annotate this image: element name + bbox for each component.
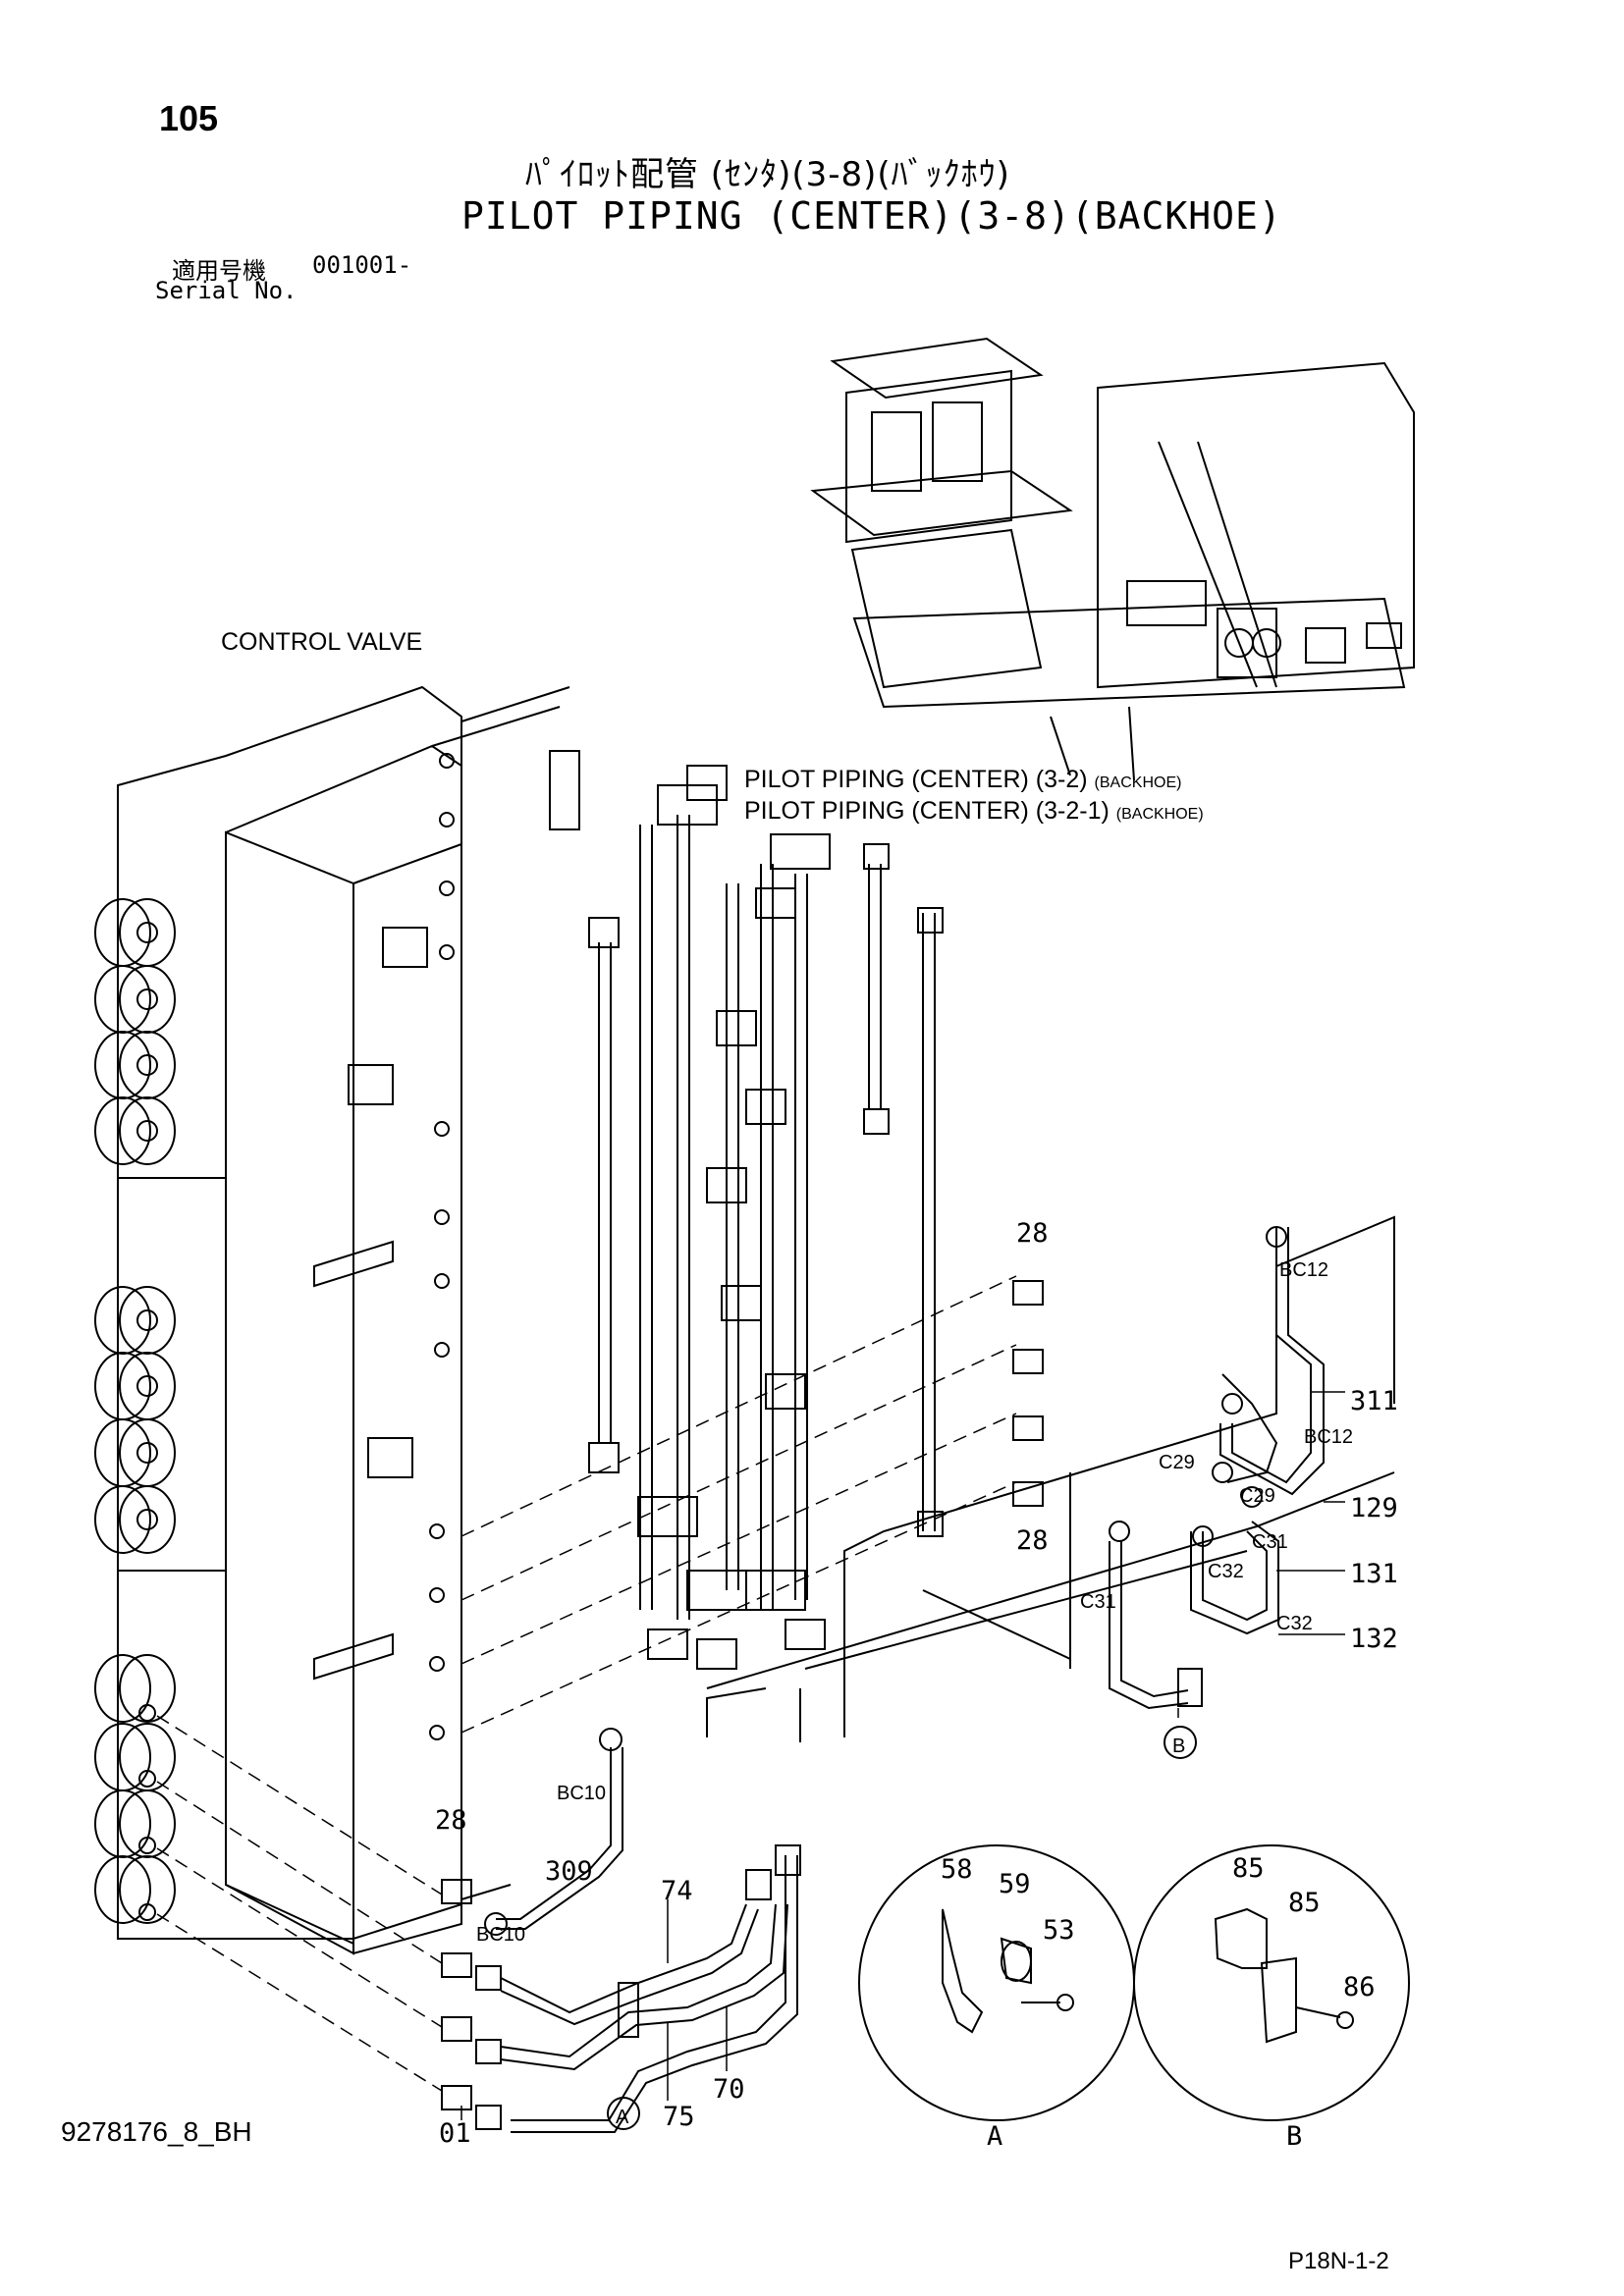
connection-tag-bc10: BC10 <box>476 1924 525 1946</box>
connection-tag-c32: C32 <box>1276 1613 1313 1634</box>
spool-cap <box>94 1286 176 1355</box>
connection-tag-c31: C31 <box>1080 1591 1116 1613</box>
detail-a-part-53[interactable]: 53 <box>1043 1915 1075 1946</box>
mark-b-circle[interactable] <box>1164 1726 1197 1759</box>
callout-132[interactable]: 132 <box>1350 1624 1398 1654</box>
callout-129[interactable]: 129 <box>1350 1493 1398 1523</box>
adapter-fittings-right <box>1012 1280 1044 1507</box>
page-number: 105 <box>159 98 219 138</box>
callout-28[interactable]: 28 <box>435 1805 467 1836</box>
callout-28[interactable]: 28 <box>1016 1525 1049 1556</box>
callout-74[interactable]: 74 <box>661 1876 693 1906</box>
spool-cap <box>94 1352 176 1420</box>
pilot-tubes-right <box>1109 1226 1325 1710</box>
callout-309[interactable]: 309 <box>545 1856 593 1887</box>
page-title-japanese: ﾊﾟｲﾛｯﾄ配管 (ｾﾝﾀ)(3-8)(ﾊﾞｯｸﾎｳ) <box>525 155 1010 194</box>
reference-text: PILOT PIPING (CENTER) (3-2) <box>744 766 1088 793</box>
serial-number-value: 001001- <box>312 251 412 279</box>
callout-70[interactable]: 70 <box>713 2074 745 2105</box>
pilot-tube-bundle <box>588 765 944 1670</box>
mark-a-label: A <box>616 2107 629 2128</box>
mark-b-label: B <box>1172 1735 1185 1757</box>
detail-a-label: A <box>987 2121 1002 2152</box>
detail-b-part-85[interactable]: 85 <box>1288 1888 1321 1918</box>
spool-cap <box>94 1031 176 1099</box>
callout-131[interactable]: 131 <box>1350 1559 1398 1589</box>
detail-a-part-59[interactable]: 59 <box>999 1869 1031 1899</box>
connection-tag-c29: C29 <box>1159 1452 1195 1473</box>
page-code: P18N-1-2 <box>1288 2248 1389 2274</box>
reference-pilot-piping-3-2-1[interactable]: PILOT PIPING (CENTER) (3-2-1) (BACKHOE) <box>744 797 1204 826</box>
detail-b-label: B <box>1286 2121 1302 2152</box>
connection-tag-bc12: BC12 <box>1279 1259 1328 1281</box>
connection-tag-bc12: BC12 <box>1304 1426 1353 1448</box>
spool-cap <box>94 1485 176 1554</box>
callout-75[interactable]: 75 <box>663 2102 695 2132</box>
reference-subtext: (BACKHOE) <box>1115 806 1204 823</box>
reference-text: PILOT PIPING (CENTER) (3-2-1) <box>744 797 1110 825</box>
spool-cap <box>94 898 176 967</box>
machine-overview-illustration <box>810 337 1415 781</box>
spool-cap <box>94 1789 176 1858</box>
detail-a-part-58[interactable]: 58 <box>941 1854 973 1885</box>
callout-01[interactable]: 01 <box>439 2118 471 2149</box>
serial-label-english: Serial No. <box>155 277 298 304</box>
spool-cap <box>94 1096 176 1165</box>
callout-311[interactable]: 311 <box>1350 1386 1398 1416</box>
pilot-tubes-lower <box>441 1728 801 2133</box>
spool-cap <box>94 1418 176 1487</box>
leader-lines <box>156 1275 1017 2092</box>
spool-cap <box>94 1723 176 1791</box>
spool-cap <box>94 1855 176 1924</box>
callout-28[interactable]: 28 <box>1016 1218 1049 1249</box>
reference-subtext: (BACKHOE) <box>1094 774 1182 791</box>
callout-leaders <box>460 1391 1345 2120</box>
reference-pilot-piping-3-2[interactable]: PILOT PIPING (CENTER) (3-2) (BACKHOE) <box>744 766 1181 794</box>
mark-a-circle[interactable] <box>607 2097 640 2130</box>
connection-tag-bc10: BC10 <box>557 1783 606 1804</box>
serial-label-japanese: 適用号機 <box>172 257 266 285</box>
spool-cap <box>94 965 176 1034</box>
drawing-number: 9278176_8_BH <box>61 2116 252 2147</box>
detail-b-part-85[interactable]: 85 <box>1232 1853 1265 1884</box>
pipe-routing-lines <box>706 1215 1395 1742</box>
detail-b-view <box>1133 1844 1410 2121</box>
control-valve-body <box>94 685 580 1955</box>
detail-a-view <box>858 1844 1135 2121</box>
detail-b-part-86[interactable]: 86 <box>1343 1972 1376 2002</box>
connection-tag-c31: C31 <box>1252 1531 1288 1553</box>
page-title-english: PILOT PIPING (CENTER)(3-8)(BACKHOE) <box>461 194 1282 238</box>
spool-cap <box>94 1654 176 1723</box>
connection-tag-c29: C29 <box>1239 1485 1275 1507</box>
control-valve-label: CONTROL VALVE <box>221 628 423 656</box>
connection-tag-c32: C32 <box>1208 1561 1244 1582</box>
